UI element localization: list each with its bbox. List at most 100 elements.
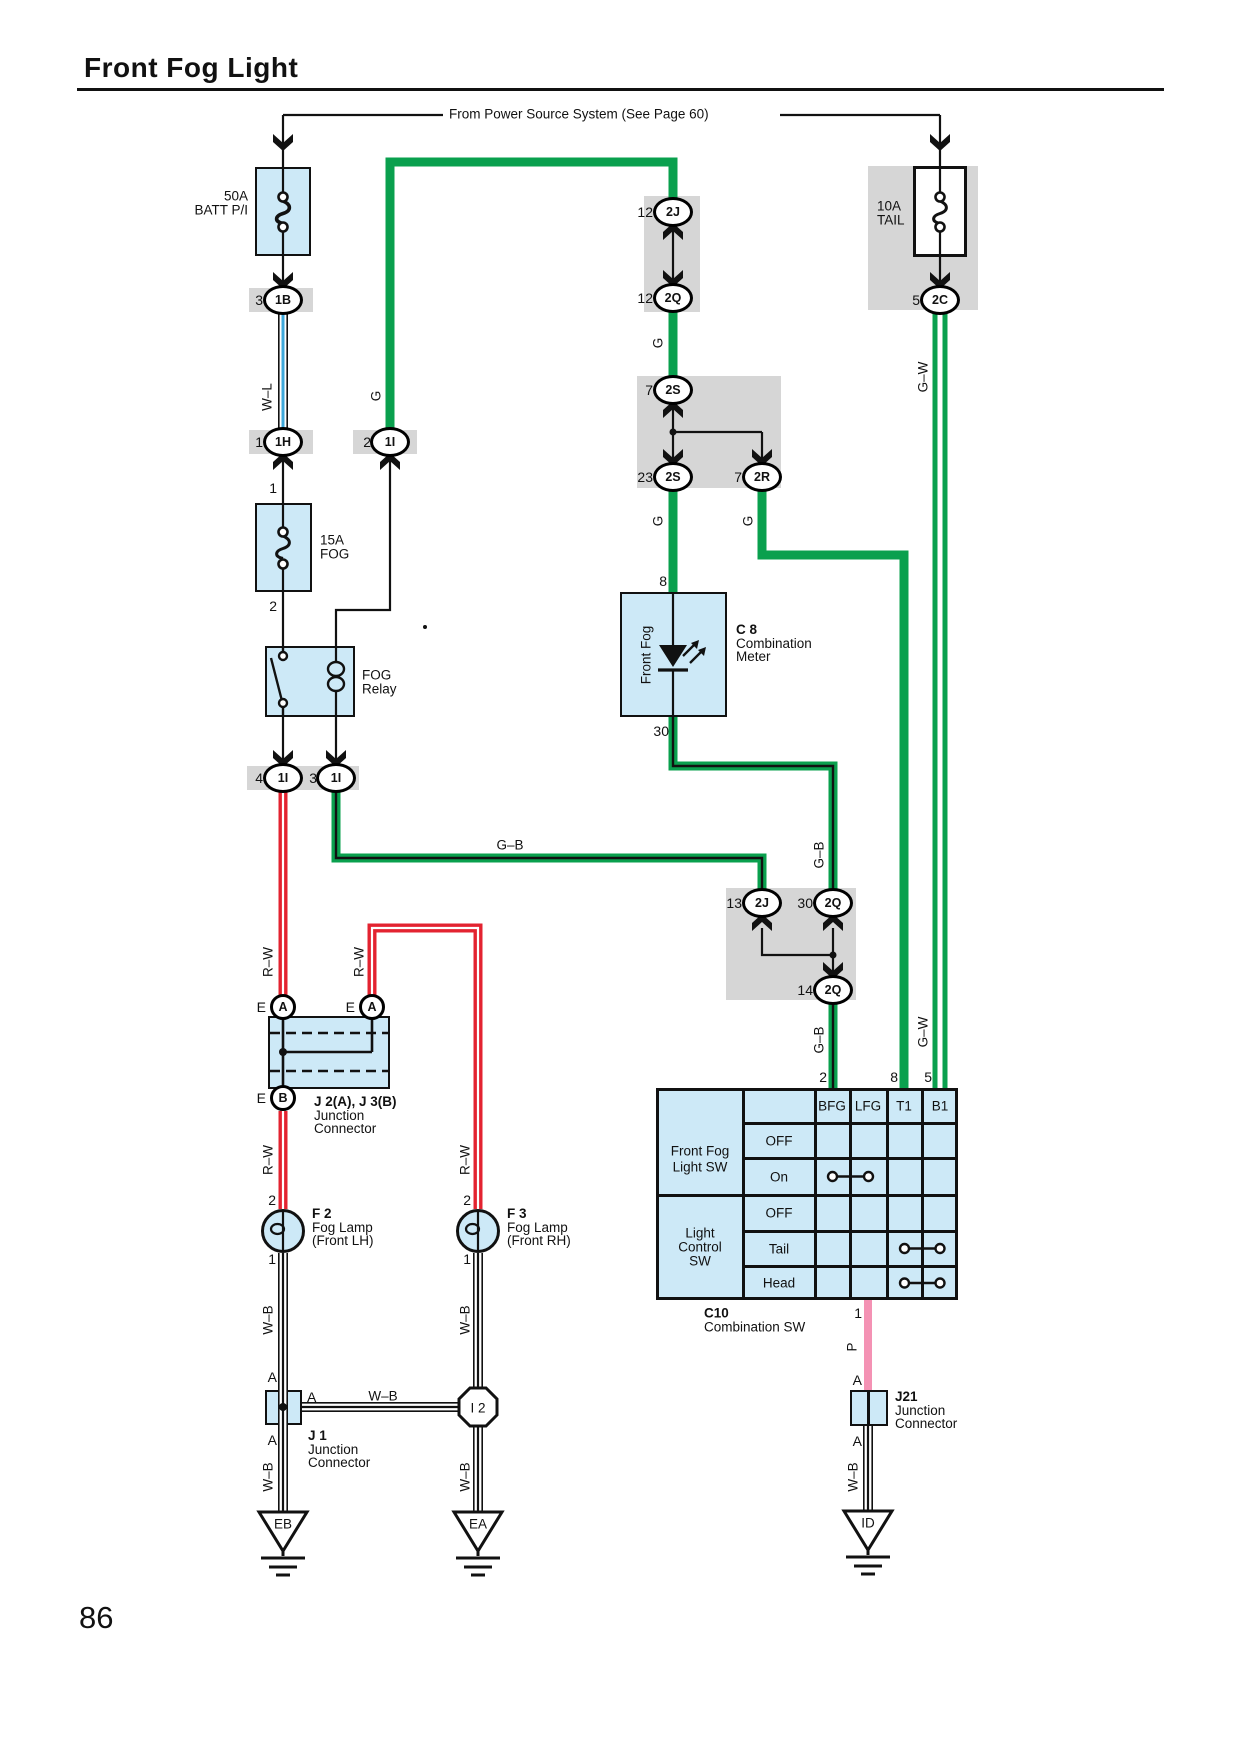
j2-label-l2: Connector	[314, 1120, 377, 1136]
wire-label-rw: R–W	[260, 947, 276, 977]
connector-2c-5-pin: 5	[912, 292, 920, 308]
page-number: 86	[79, 1600, 114, 1635]
table-state-on: On	[769, 1169, 789, 1185]
f3-label: F 3 Fog Lamp (Front RH)	[507, 1207, 571, 1248]
j2-label-l1: Junction	[314, 1107, 365, 1123]
connector-1i-relay-pin: 2	[363, 434, 371, 450]
ground-eb-label: EB	[273, 1516, 293, 1532]
connector-2q-30-pin: 30	[797, 895, 813, 911]
connector-1h: 1H	[263, 427, 303, 457]
j2-label: J 2(A), J 3(B) Junction Connector	[314, 1095, 397, 1136]
c8-pin-8: 8	[659, 573, 667, 589]
f2-name: F 2	[312, 1205, 332, 1221]
connector-2q-12-pin: 12	[637, 290, 653, 306]
wire-label-gb: G–B	[496, 837, 524, 853]
f3-label-l2: (Front RH)	[507, 1232, 571, 1248]
ground-id-label: ID	[861, 1515, 875, 1531]
fog-fuse-label: 15A FOG	[320, 533, 350, 561]
c10-name: C10	[704, 1305, 729, 1321]
table-col-bfg: BFG	[818, 1098, 846, 1114]
j21-pin-a-top: A	[852, 1372, 862, 1388]
j21-label-l1: Junction	[895, 1402, 946, 1418]
pin-f3-bottom: 1	[463, 1251, 471, 1267]
f3-label-l1: Fog Lamp	[507, 1219, 568, 1235]
pin-under-1h: 1	[269, 480, 277, 496]
front-fog-indicator-label: Front Fog	[638, 625, 654, 685]
fog-fuse-name: FOG	[320, 546, 350, 561]
connector-1i-3-pin: 3	[309, 770, 317, 786]
table-group2-l2: Control	[678, 1239, 722, 1255]
batt-fuse-amp: 50A	[223, 188, 248, 204]
connector-2q-30: 2Q	[813, 888, 853, 918]
wire-label-wb: W–B	[457, 1305, 473, 1335]
connector-2q-14: 2Q	[813, 975, 853, 1005]
connector-2j-13-pin: 13	[726, 895, 742, 911]
connector-2j-12: 2J	[653, 197, 693, 227]
j1-label-l1: Junction	[308, 1441, 359, 1457]
table-col-b1: B1	[931, 1098, 949, 1114]
connector-1i-4-pin: 4	[255, 770, 263, 786]
page-title: Front Fog Light	[84, 52, 299, 83]
j2-e-label: E	[256, 1090, 266, 1106]
connector-1i-4: 1I	[263, 763, 303, 793]
tail-fuse-label: 10A TAIL	[877, 198, 905, 227]
pin-table-lfg-bottom: 1	[854, 1305, 862, 1321]
c8-pin-30: 30	[653, 723, 669, 739]
pin-table-t1: 8	[890, 1069, 898, 1085]
j2-pin-b: B	[270, 1085, 296, 1111]
connector-2c-5: 2C	[920, 285, 960, 315]
j1-label: J 1 Junction Connector	[308, 1429, 370, 1470]
pin-f2-bottom: 1	[268, 1251, 276, 1267]
wire-label-wb: W–B	[260, 1305, 276, 1335]
pin-f3-top: 2	[463, 1192, 471, 1208]
j2-e-label: E	[256, 999, 266, 1015]
connector-2s-7-pin: 7	[645, 382, 653, 398]
table-col-lfg: LFG	[854, 1098, 882, 1114]
connector-2r-7: 2R	[742, 462, 782, 492]
wire-label-rw: R–W	[260, 1145, 276, 1175]
f2-label-l2: (Front LH)	[312, 1232, 374, 1248]
tail-fuse-amp: 10A	[877, 198, 902, 214]
table-group1-l2: Light SW	[672, 1159, 728, 1175]
connector-2s-7: 2S	[653, 375, 693, 405]
wire-label-gb: G–B	[811, 841, 827, 869]
fog-relay-label: FOG Relay	[362, 668, 397, 696]
table-state-off1: OFF	[765, 1133, 793, 1149]
j1-pin-a-top: A	[267, 1369, 277, 1385]
c8-label-l2: Meter	[736, 648, 771, 664]
table-group1-l1: Front Fog	[670, 1143, 730, 1159]
table-state-tail: Tail	[768, 1241, 790, 1257]
j21-divider	[867, 1390, 870, 1426]
j21-pin-a-bottom: A	[852, 1433, 862, 1449]
c10-label: C10 Combination SW	[704, 1305, 805, 1334]
table-hline	[656, 1194, 958, 1197]
j1-name: J 1	[308, 1427, 327, 1443]
connector-1b: 1B	[263, 285, 303, 315]
connector-1i-relay: 1I	[370, 427, 410, 457]
table-hline	[743, 1230, 958, 1233]
power-source-note: From Power Source System (See Page 60)	[449, 106, 709, 122]
table-state-head: Head	[762, 1275, 796, 1291]
j1-pin-a-bottom: A	[267, 1432, 277, 1448]
j2-pin-a-left: A	[270, 994, 296, 1020]
connector-2r-7-pin: 7	[734, 469, 742, 485]
wire-label-wl: W–L	[259, 383, 275, 411]
wire-label-gb: G–B	[811, 1026, 827, 1054]
wire-label-wb: W–B	[457, 1462, 473, 1492]
connector-2j-12-pin: 12	[637, 204, 653, 220]
i2-label: I 2	[470, 1400, 486, 1416]
wire-label-g: G	[740, 515, 756, 527]
connector-1i-3: 1I	[316, 763, 356, 793]
wire-label-rw: R–W	[351, 947, 367, 977]
j2-name: J 2(A), J 3(B)	[314, 1093, 397, 1109]
table-hline	[743, 1265, 958, 1268]
connector-2s-23-pin: 23	[637, 469, 653, 485]
wire-label-wb: W–B	[368, 1388, 398, 1404]
c8-name: C 8	[736, 621, 758, 637]
c8-label-l1: Combination	[736, 635, 812, 651]
batt-fuse-name: BATT P/I	[194, 202, 248, 217]
wire-label-g: G	[650, 337, 666, 349]
wire-label-rw: R–W	[457, 1145, 473, 1175]
